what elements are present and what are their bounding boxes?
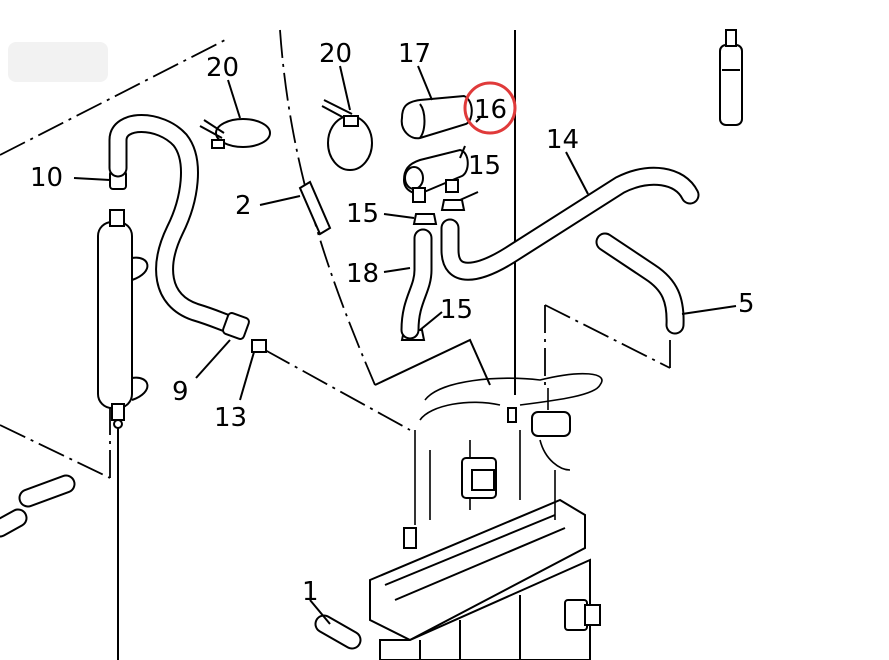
boundary-lines [0, 29, 671, 660]
callout-14: 14 [546, 125, 579, 155]
callout-17: 17 [398, 39, 431, 69]
callout-1: 1 [302, 577, 319, 607]
pipe-1 [314, 614, 362, 650]
tank-assembly [369, 372, 603, 660]
watermark-block [8, 42, 108, 82]
callout-labels: 20 20 17 16 15 14 10 2 15 18 15 5 9 13 1 [30, 39, 755, 607]
curved-hose-9 [108, 114, 267, 353]
fitting-16 [402, 148, 469, 203]
hose-14 [440, 166, 700, 281]
callout-15-top: 15 [468, 151, 501, 181]
clamp-20-left [199, 118, 271, 149]
callout-5: 5 [738, 289, 755, 319]
callout-15-low: 15 [440, 295, 473, 325]
callout-9: 9 [172, 377, 189, 407]
pipes-bottom-left [0, 474, 76, 538]
callout-20-left: 20 [206, 53, 239, 83]
hose-5 [595, 232, 685, 335]
callout-20-right: 20 [319, 39, 352, 69]
callout-16: 16 [474, 95, 507, 125]
callout-10: 10 [30, 163, 63, 193]
callout-2: 2 [235, 191, 252, 221]
hose-18 [400, 228, 433, 340]
clamp-20-right [321, 99, 373, 171]
highlight-circle-16 [463, 81, 517, 135]
filter-cylinder [97, 170, 149, 429]
pipe-2 [298, 180, 332, 236]
leader-lines [73, 65, 737, 625]
pipe-top-right [719, 29, 743, 126]
callout-18: 18 [346, 259, 379, 289]
callout-13: 13 [214, 403, 247, 433]
callout-15-mid: 15 [346, 199, 379, 229]
fitting-17 [400, 94, 473, 140]
